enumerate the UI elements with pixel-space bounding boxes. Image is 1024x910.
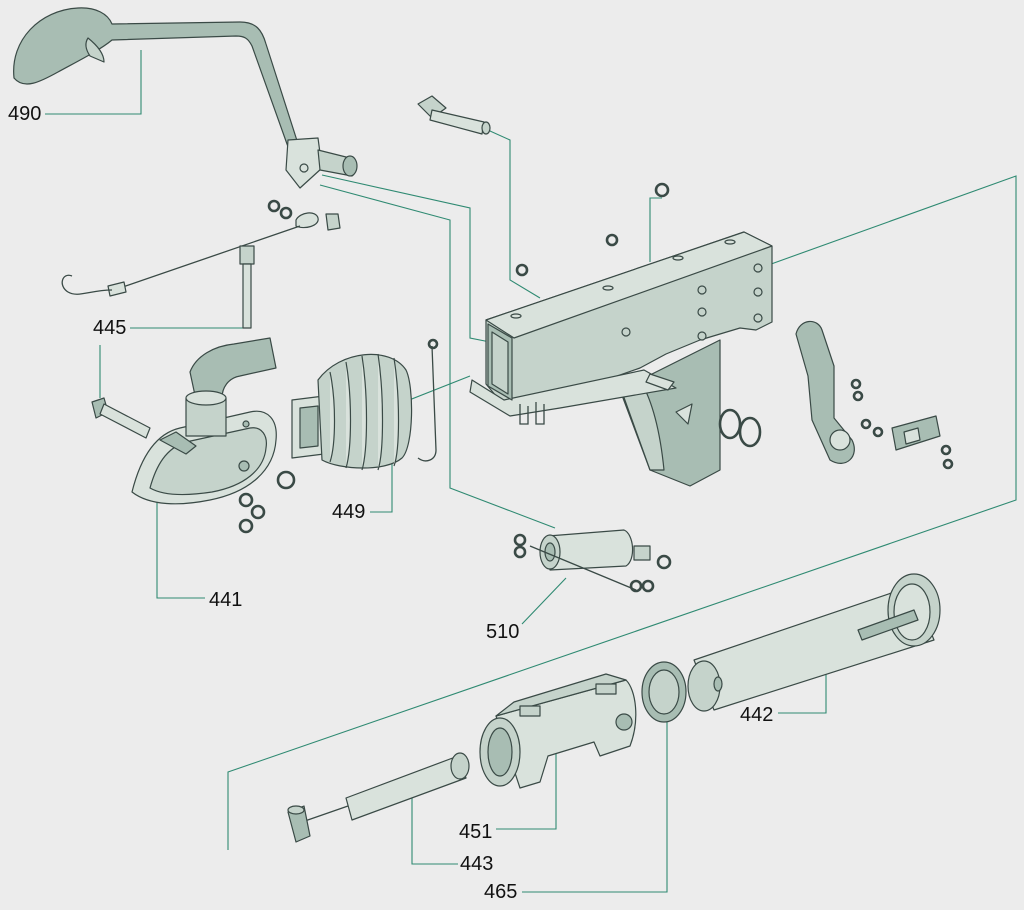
assembly-line-handle-damper — [319, 184, 556, 529]
callout-451: 451 — [459, 821, 493, 843]
leader-490 — [45, 50, 142, 115]
assembly-line-tube-frame — [227, 175, 1017, 850]
leader-lines — [45, 50, 1017, 893]
leader-451 — [496, 726, 557, 830]
lever-right — [795, 320, 954, 470]
coupling-head-441 — [131, 337, 277, 505]
callout-442: 442 — [740, 704, 774, 726]
callout-449: 449 — [332, 501, 366, 523]
callout-445: 445 — [93, 317, 127, 339]
callout-490: 490 — [8, 103, 42, 125]
callout-443: 443 — [460, 853, 494, 875]
bellows-449 — [291, 353, 413, 471]
leader-510 — [521, 577, 567, 625]
washers-coupling — [238, 470, 296, 534]
assembly-line-handle-housing — [321, 174, 491, 343]
handle-lever-490 — [13, 7, 358, 189]
housing-frame — [469, 231, 773, 487]
callout-441: 441 — [209, 589, 243, 611]
assembly-line-bolt — [469, 121, 541, 299]
washers-frame — [515, 182, 762, 448]
leader-449 — [370, 456, 393, 513]
bolt-upper — [417, 95, 491, 135]
leader-443 — [411, 790, 458, 865]
washers-upper — [267, 199, 341, 231]
leader-465 — [522, 700, 668, 893]
bolt-445 — [91, 245, 255, 439]
spring-clip — [417, 338, 439, 462]
leader-441 — [156, 468, 205, 599]
sleeve-451 — [479, 673, 637, 789]
assembly-line-washer — [649, 197, 662, 262]
gasket-465 — [641, 661, 687, 723]
damper-510 — [513, 529, 672, 593]
callout-465: 465 — [484, 881, 518, 903]
rod-443 — [287, 752, 470, 843]
cable — [61, 225, 301, 297]
callout-510: 510 — [486, 621, 520, 643]
tube-442 — [687, 573, 941, 712]
